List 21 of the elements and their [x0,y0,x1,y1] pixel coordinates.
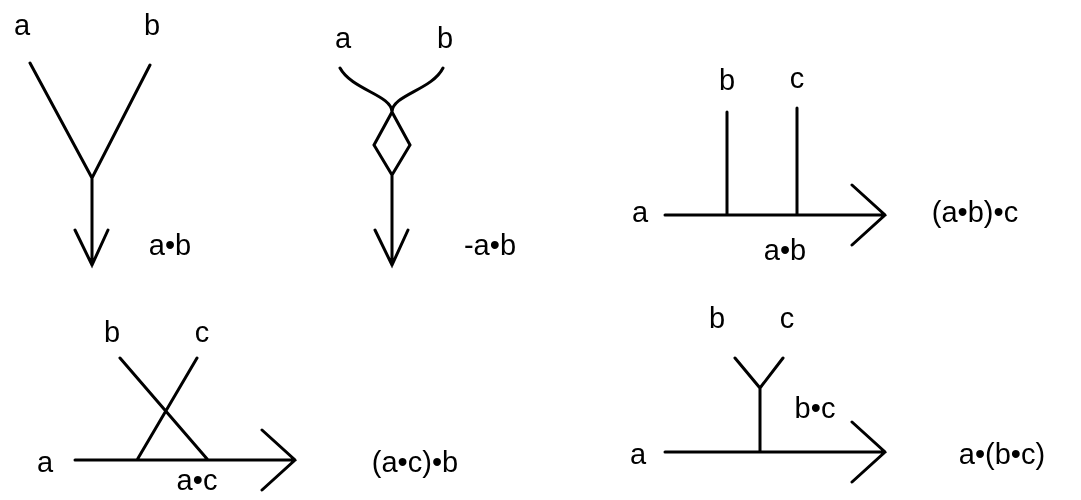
math-label: (a•c)•b [371,447,459,477]
math-label: c [779,303,795,333]
math-label: a•c [176,465,218,495]
math-label: -a•b [463,230,517,260]
math-label: a [13,10,31,40]
math-label: a•b [148,230,192,260]
math-label: a [334,23,352,53]
math-label: (a•b)•c [931,197,1019,227]
math-label: b [708,303,726,333]
math-label: b•c [794,393,836,423]
math-label: b [436,23,454,53]
math-label: a [36,447,54,477]
math-label: a•(b•c) [958,439,1046,469]
math-label: b [718,65,736,95]
math-label: c [194,317,210,347]
math-label: a•b [763,235,807,265]
math-label: b [103,317,121,347]
math-label: c [789,63,805,93]
math-label: b [143,10,161,40]
math-label: a [631,197,649,227]
math-label: a [629,439,647,469]
